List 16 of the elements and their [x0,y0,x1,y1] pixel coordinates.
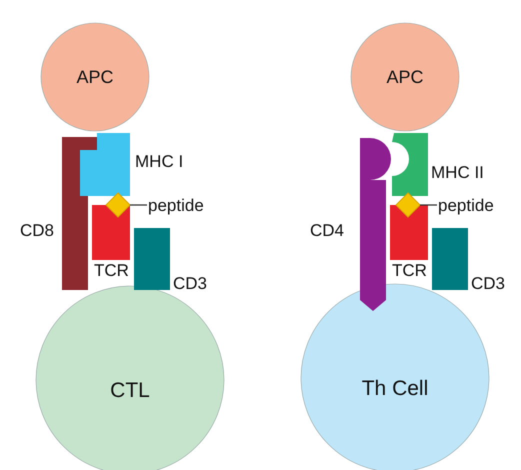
peptide-label: peptide [148,196,204,215]
molecule-label: CD8 [20,221,54,240]
molecule-label: CD3 [173,274,208,293]
cell-label: Th Cell [360,376,430,402]
cell-label: APC [385,67,424,87]
molecule-label: MHC II [431,163,484,182]
molecule-label: CD4 [310,221,344,240]
leader-line [420,204,437,206]
cell-label: CTL [109,378,151,404]
leader-line [130,204,147,206]
molecule-label: TCR [392,261,427,280]
molecule-label: CD3 [471,274,506,293]
cell-label: APC [75,67,114,87]
molecule-label: MHC I [135,152,184,171]
peptide-label: peptide [438,196,494,215]
molecule-label: TCR [94,261,129,280]
